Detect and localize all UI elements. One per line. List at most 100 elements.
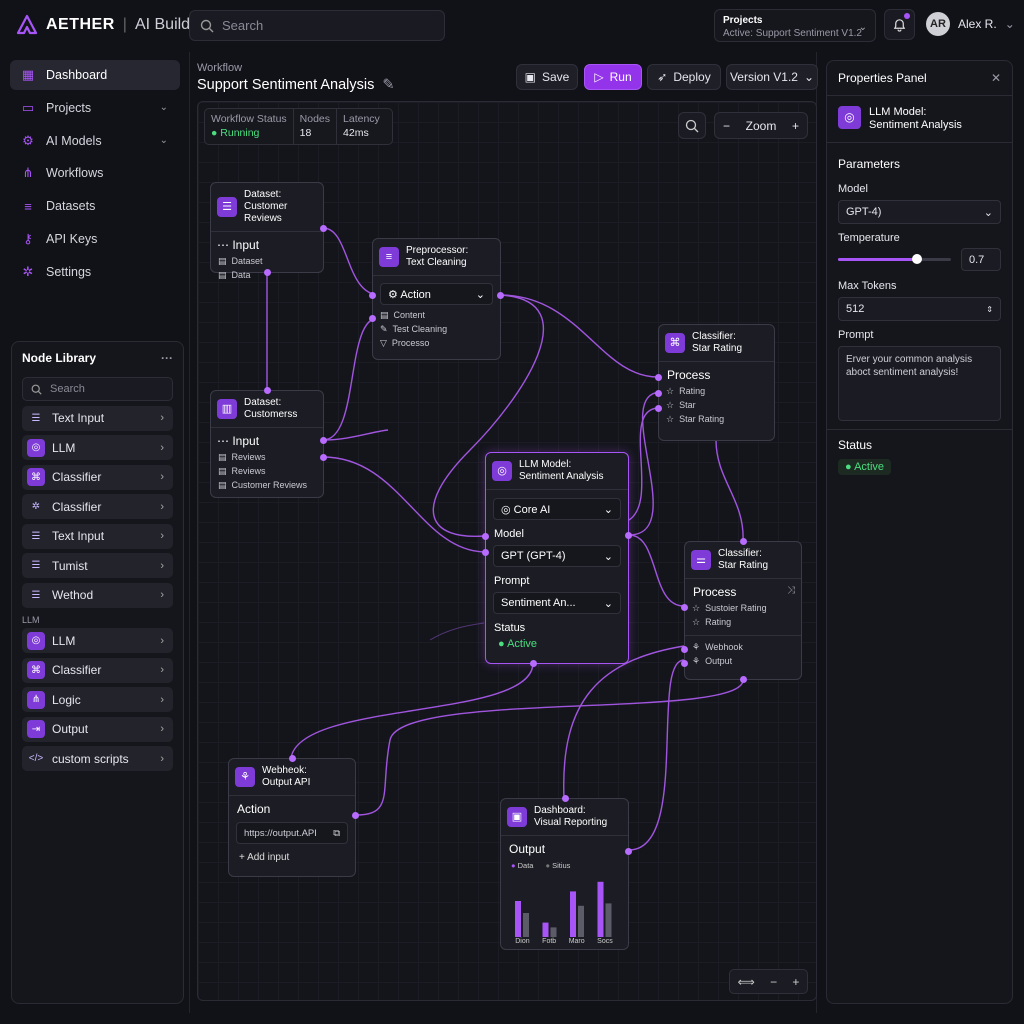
library-item-llm[interactable]: ◎LLM› [22,628,173,653]
close-icon[interactable]: ✕ [990,71,1001,85]
node-llm-sentiment-analysis[interactable]: ◎LLM Model:Sentiment Analysis ◎ Core AI⌄… [482,452,632,667]
library-item-text-input[interactable]: ☰Text Input› [22,405,173,431]
sidebar-item-workflows[interactable]: ⋔Workflows [10,158,180,188]
library-item-custom-scripts[interactable]: </>custom scripts› [22,746,173,771]
node-row-label: Reviews [231,466,266,476]
zoom-fit-button[interactable] [678,112,706,139]
input-port[interactable] [681,604,688,611]
node-dataset-customerss[interactable]: ▥Dataset:Customerss ⋯ Input ▤Reviews ▤Re… [210,387,327,498]
sidebar-item-api-keys[interactable]: ⚷API Keys [10,224,180,254]
bar-Maro-Data [570,891,576,937]
input-port[interactable] [264,387,271,394]
input-port[interactable] [369,315,376,322]
input-port[interactable] [740,538,747,545]
input-port[interactable] [482,533,489,540]
library-search-input[interactable]: Search [22,377,173,401]
expand-icon[interactable]: ⤨ [787,585,795,596]
input-port[interactable] [655,405,662,412]
prompt-textarea[interactable]: Erver your common analysis aboct sentime… [838,346,1001,421]
avatar: AR [926,12,950,36]
output-port[interactable] [320,225,327,232]
max-tokens-input[interactable]: 512⇕ [838,297,1001,321]
brain-icon: ◎ [838,106,861,129]
temperature-input[interactable]: 0.7 [961,248,1001,271]
input-port[interactable] [352,812,359,819]
model-dropdown[interactable]: GPT (GPT-4)⌄ [493,545,621,567]
library-item-classifier[interactable]: ⌘Classifier› [22,657,173,683]
app-logo[interactable]: AETHER | AI Builder [16,14,204,36]
sidebar-item-datasets[interactable]: ≡Datasets [10,191,180,221]
output-port[interactable] [320,437,327,444]
run-button[interactable]: ▷Run [584,64,642,90]
temperature-slider-handle[interactable] [912,254,923,264]
add-input-button[interactable]: + Add input [239,852,290,863]
output-port[interactable] [264,269,271,276]
library-item-logic[interactable]: ⋔Logic› [22,687,173,712]
deploy-button[interactable]: ➶Deploy [647,64,721,90]
output-port[interactable] [497,292,504,299]
action-dropdown[interactable]: ⚙ Action⌄ [380,283,493,305]
sidebar-item-projects[interactable]: ▭Projects⌄ [10,93,180,123]
node-classifier-star-rating-2[interactable]: ⚌Classifier:Star Rating Process⤨ ☆Sustoi… [681,538,802,683]
node-classifier-star-rating[interactable]: ⌘Classifier:Star Rating Process ☆Rating … [655,324,775,441]
core-ai-dropdown[interactable]: ◎ Core AI⌄ [493,498,621,520]
input-port[interactable] [562,795,569,802]
sidebar-item-settings[interactable]: ✲Settings [10,257,180,287]
library-item-classifier[interactable]: ✲Classifier› [22,494,173,519]
node-dataset-customer-reviews[interactable]: ☰Dataset:Customer Reviews ⋯ Input ▤Datas… [210,182,327,280]
node-row: ☆Sustoier Rating [685,601,801,615]
database-icon: ☰ [217,197,237,217]
input-port[interactable] [655,390,662,397]
global-search-input[interactable]: Search [189,10,445,41]
temperature-slider[interactable] [838,254,951,264]
save-button[interactable]: ▣Save [516,64,578,90]
node-row-label: Test Cleaning [392,324,448,334]
input-port[interactable] [625,848,632,855]
copy-icon[interactable]: ⧉ [333,827,340,839]
webhook-url-input[interactable]: https://output.API⧉ [236,822,348,844]
sidebar-item-ai-models[interactable]: ⚙AI Models⌄ [10,126,180,156]
more-icon[interactable]: ··· [161,351,173,365]
library-item-output[interactable]: ⇥Output› [22,716,173,742]
library-item-classifier[interactable]: ⌘Classifier› [22,464,173,490]
user-menu[interactable]: AR Alex R. ⌄ [926,12,1015,36]
input-port[interactable] [289,755,296,762]
output-port[interactable] [681,646,688,653]
project-selector[interactable]: Projects Active: Support Sentiment V1.2 … [714,9,876,42]
input-port[interactable] [655,374,662,381]
output-port[interactable] [320,454,327,461]
version-dropdown[interactable]: Version V1.2⌄ [726,64,818,90]
pencil-icon[interactable]: ✎ [382,77,395,93]
output-port[interactable] [625,532,632,539]
library-item-tumist[interactable]: ☰Tumist› [22,553,173,578]
node-section-label: Input [232,238,260,252]
prompt-dropdown[interactable]: Sentiment An...⌄ [493,592,621,614]
notifications-button[interactable] [884,9,915,40]
node-row-label: Dataset [231,256,263,266]
model-select[interactable]: GPT-4)⌄ [838,200,1001,224]
canvas-zoom-out-button[interactable]: − [770,974,778,989]
status-label: Status [494,622,526,634]
node-header: ◎LLM Model:Sentiment Analysis [486,453,628,490]
workflow-title-text: Support Sentiment Analysis [197,77,375,93]
output-port[interactable] [530,660,537,667]
library-item-llm[interactable]: ◎LLM› [22,435,173,460]
node-title: Dashboard:Visual Reporting [534,805,607,829]
node-preprocessor-text-cleaning[interactable]: ≡Preprocessor:Text Cleaning ⚙ Action⌄ ▤C… [369,238,504,360]
stepper-icon[interactable]: ⇕ [986,304,993,314]
input-port[interactable] [482,549,489,556]
library-item-text-input[interactable]: ☰Text Input› [22,523,173,549]
node-webhook-output-api[interactable]: ⚘Webheok:Output API Action https://outpu… [228,755,359,877]
input-port[interactable] [369,292,376,299]
sidebar-item-dashboard[interactable]: ▦Dashboard [10,60,180,90]
zoom-out-button[interactable]: − [723,118,731,133]
node-header: ▥Dataset:Customerss [211,391,323,428]
library-item-wethod[interactable]: ☰Wethod› [22,582,173,608]
canvas-zoom-in-button[interactable]: + [792,974,800,989]
node-title-line1: Dataset: [244,189,282,200]
output-port[interactable] [681,660,688,667]
output-port[interactable] [740,676,747,683]
zoom-in-button[interactable]: + [791,118,799,133]
fit-view-button[interactable]: ⟺ [737,974,755,989]
node-dashboard-visual-reporting[interactable]: ▣Dashboard:Visual Reporting Output ● Dat… [500,795,632,950]
